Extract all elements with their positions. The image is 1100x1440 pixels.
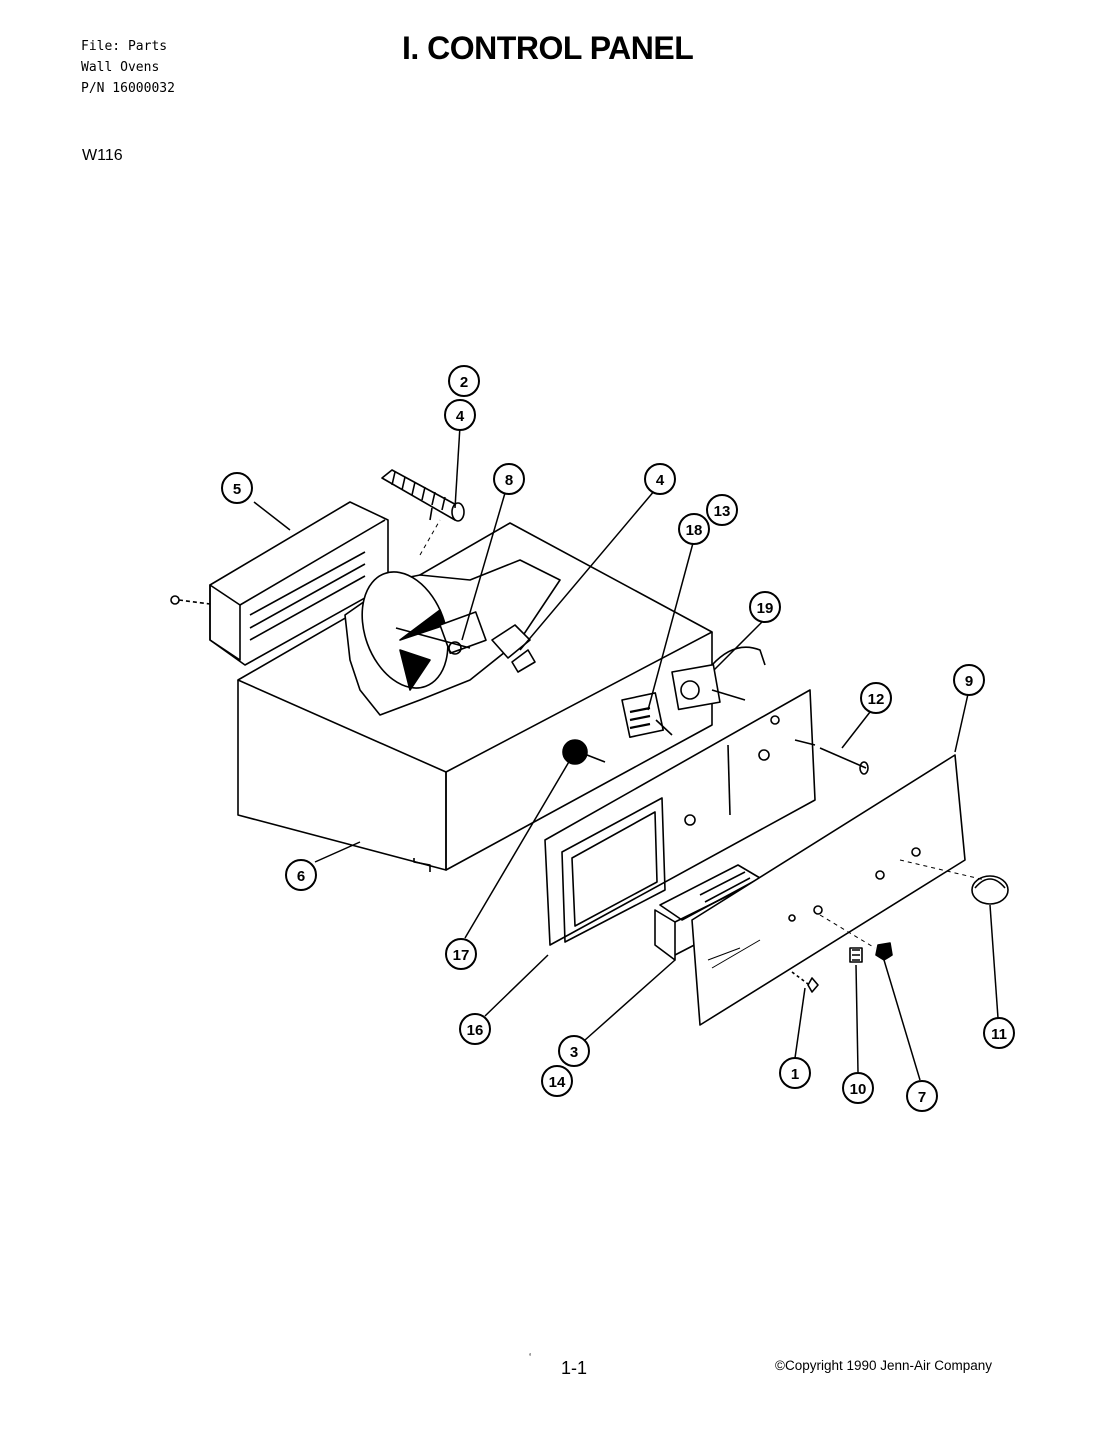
svg-text:18: 18 [686,522,703,539]
callout-2: 2 [448,365,480,397]
callout-18: 18 [678,513,710,545]
svg-text:3: 3 [570,1044,578,1061]
part-number-label: P/N 16000032 [81,81,175,96]
front-panel-part [691,754,966,1026]
svg-text:4: 4 [456,408,465,425]
svg-text:19: 19 [757,600,774,617]
callout-9: 9 [953,664,985,696]
page-number: 1-1 [561,1358,588,1378]
callouts-layer: 2 4 5 8 4 13 18 19 12 9 6 17 16 3 14 1 1… [221,365,1015,1112]
svg-text:17: 17 [453,947,470,964]
svg-text:9: 9 [965,673,973,690]
callout-1: 1 [779,1057,811,1089]
callout-4-top: 4 [444,399,476,431]
lamp-socket-part [794,739,869,775]
svg-text:13: 13 [714,503,731,520]
page-title: I. CONTROL PANEL [402,30,694,66]
header-block: File: Parts Wall Ovens P/N 16000032 [81,36,175,99]
callout-12: 12 [860,682,892,714]
svg-text:7: 7 [918,1089,926,1106]
product-label: Wall Ovens [81,60,160,75]
svg-text:16: 16 [467,1022,484,1039]
callout-6: 6 [285,859,317,891]
svg-text:14: 14 [549,1074,566,1091]
callout-19: 19 [749,591,781,623]
callout-11: 11 [983,1017,1015,1049]
knob-part-11 [971,875,1009,905]
knob-part-7 [875,942,893,961]
screw-left-part [170,595,211,605]
callout-7: 7 [906,1080,938,1112]
callout-14: 14 [541,1065,573,1097]
svg-text:4: 4 [656,472,665,489]
svg-text:11: 11 [991,1026,1007,1043]
control-bracket-part [544,689,816,946]
vent-duct-part [209,501,389,666]
spring-fitting-part [381,469,465,522]
callout-13: 13 [706,494,738,526]
thermostat-part [621,692,673,738]
callout-4-right: 4 [644,463,676,495]
copyright-notice: ©Copyright 1990 Jenn-Air Company [775,1358,993,1373]
svg-text:1: 1 [791,1066,799,1083]
callout-10: 10 [842,1072,874,1104]
leader-lines [253,425,999,1081]
svg-text:10: 10 [850,1081,867,1098]
page-mark: ‘ [529,1352,532,1363]
callout-5: 5 [221,472,253,504]
callout-17: 17 [445,938,477,970]
bushing-part [849,947,863,963]
callout-3: 3 [558,1035,590,1067]
svg-text:5: 5 [233,481,241,498]
selector-switch-part [671,646,766,711]
knob-part-17 [562,739,606,765]
fan-motor-part [361,571,487,691]
bracket-part [491,624,536,673]
callout-16: 16 [459,1013,491,1045]
callout-8: 8 [493,463,525,495]
model-number: W116 [82,147,123,164]
file-label: File: Parts [81,39,168,54]
screw-part-1 [791,971,819,993]
svg-text:6: 6 [297,868,305,885]
svg-text:2: 2 [460,374,468,391]
svg-text:8: 8 [505,472,513,489]
svg-text:12: 12 [868,691,885,708]
